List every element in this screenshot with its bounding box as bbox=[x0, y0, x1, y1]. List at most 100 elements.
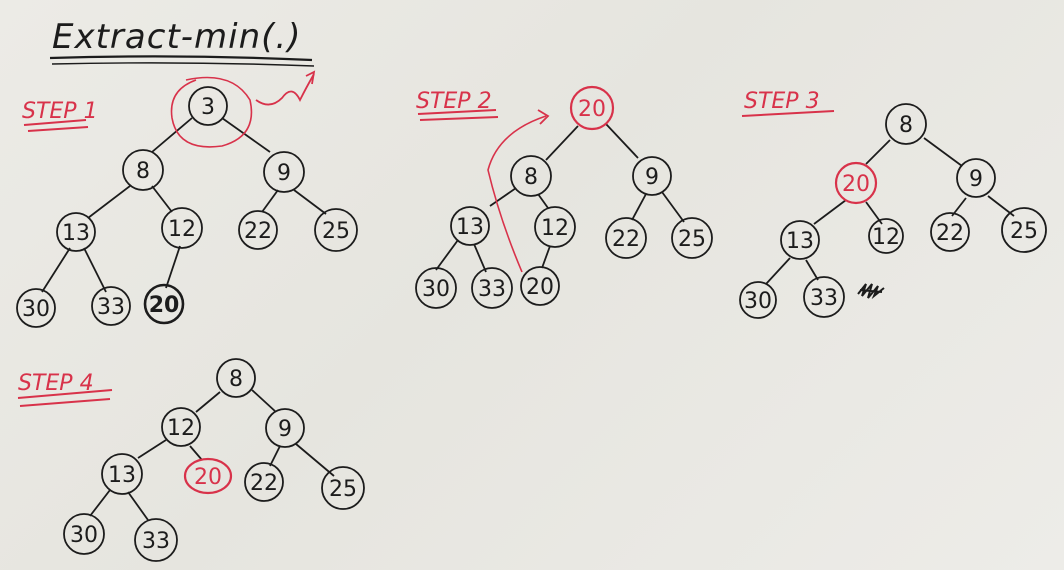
heap-node bbox=[91, 286, 131, 326]
edge bbox=[489, 187, 517, 207]
title-underline bbox=[51, 62, 315, 67]
heap-node bbox=[161, 207, 203, 249]
step-3-nodes: 8 20 9 13 12 22 25 30 33 bbox=[739, 103, 1047, 319]
edge bbox=[661, 191, 685, 223]
node-value: 20 bbox=[842, 172, 870, 197]
heap-node bbox=[671, 217, 713, 259]
step-1-underline bbox=[27, 126, 89, 132]
edge bbox=[151, 185, 173, 213]
heap-node bbox=[143, 283, 185, 325]
edge bbox=[221, 117, 271, 153]
node-value: 12 bbox=[872, 225, 900, 250]
step-4-underline bbox=[17, 389, 113, 399]
node-value: 25 bbox=[329, 477, 357, 502]
edge bbox=[865, 139, 891, 165]
node-value: 30 bbox=[422, 277, 450, 302]
node-value: 22 bbox=[936, 221, 964, 246]
node-value: 8 bbox=[136, 159, 150, 184]
node-value: 25 bbox=[678, 227, 706, 252]
heap-node bbox=[314, 208, 358, 252]
arrow-head bbox=[537, 109, 550, 125]
scribble bbox=[857, 283, 885, 300]
node-value: 13 bbox=[62, 221, 90, 246]
node-value: 30 bbox=[70, 523, 98, 548]
edge bbox=[83, 247, 107, 293]
step-1-label: STEP 1 bbox=[22, 99, 98, 124]
node-value: 20 bbox=[526, 275, 554, 300]
title-underline bbox=[49, 55, 313, 62]
heap-node bbox=[321, 466, 365, 510]
edge bbox=[251, 389, 277, 413]
page-title: Extract-min(.) bbox=[52, 17, 302, 57]
step-4-label-group: STEP 4 bbox=[17, 371, 113, 407]
node-value: 12 bbox=[167, 416, 195, 441]
heap-node bbox=[134, 518, 178, 562]
step-4-nodes: 8 12 9 13 20 22 25 30 33 bbox=[63, 358, 365, 562]
node-value: 33 bbox=[142, 529, 170, 554]
node-value: 12 bbox=[541, 216, 569, 241]
node-value: 20 bbox=[578, 97, 606, 122]
heap-node bbox=[216, 358, 256, 398]
heap-node bbox=[569, 85, 615, 131]
edge bbox=[127, 491, 149, 521]
highlight-circle bbox=[170, 76, 253, 148]
heap-node bbox=[122, 149, 164, 191]
heap-node bbox=[868, 218, 904, 254]
node-value: 8 bbox=[229, 367, 243, 392]
heap-node bbox=[520, 266, 560, 306]
node-value: 22 bbox=[250, 471, 278, 496]
step-4-tree bbox=[89, 389, 335, 521]
title-group: Extract-min(.) bbox=[49, 17, 315, 67]
step-1-nodes: 3 8 9 13 12 22 25 30 33 20 bbox=[16, 70, 358, 328]
node-value: 3 bbox=[201, 95, 215, 120]
step-1-label-group: STEP 1 bbox=[22, 99, 98, 132]
node-value: 33 bbox=[478, 277, 506, 302]
edge bbox=[137, 439, 167, 459]
edge bbox=[605, 123, 639, 159]
edge bbox=[195, 391, 221, 413]
heap-node bbox=[803, 276, 845, 318]
heap-node bbox=[510, 155, 552, 197]
node-value: 13 bbox=[108, 463, 136, 488]
node-value: 30 bbox=[22, 297, 50, 322]
edge bbox=[805, 259, 819, 281]
edge bbox=[765, 257, 791, 285]
edge bbox=[541, 245, 551, 269]
edge bbox=[473, 243, 487, 273]
edge bbox=[545, 125, 579, 161]
heap-node bbox=[415, 267, 457, 309]
edge bbox=[435, 239, 459, 271]
edge bbox=[261, 189, 279, 213]
step-1-tree bbox=[41, 117, 327, 293]
heap-node bbox=[885, 103, 927, 145]
step-2-tree bbox=[435, 123, 685, 273]
heap-node bbox=[605, 217, 647, 259]
heap-node bbox=[956, 158, 996, 198]
step-1-underline bbox=[23, 119, 87, 126]
heap-node bbox=[780, 220, 820, 260]
edge bbox=[41, 247, 71, 293]
node-value: 12 bbox=[168, 217, 196, 242]
node-value: 22 bbox=[244, 219, 272, 244]
arrow-out bbox=[255, 73, 315, 106]
step-2-underline bbox=[419, 116, 499, 121]
heap-node bbox=[471, 267, 513, 309]
move-arrow bbox=[487, 115, 547, 273]
heap-node bbox=[632, 156, 672, 196]
node-value: 9 bbox=[645, 165, 659, 190]
step-3-label: STEP 3 bbox=[744, 89, 820, 114]
heap-node bbox=[263, 151, 305, 193]
node-value: 25 bbox=[322, 219, 350, 244]
edge bbox=[295, 443, 335, 477]
step-3-label-group: STEP 3 bbox=[741, 89, 835, 117]
edge bbox=[151, 117, 193, 153]
step-4-underline bbox=[19, 398, 111, 407]
edge bbox=[269, 445, 281, 467]
heap-node bbox=[265, 408, 305, 448]
arrow-head bbox=[305, 70, 316, 85]
edge bbox=[923, 137, 963, 167]
node-value: 9 bbox=[278, 417, 292, 442]
edge bbox=[165, 245, 181, 289]
